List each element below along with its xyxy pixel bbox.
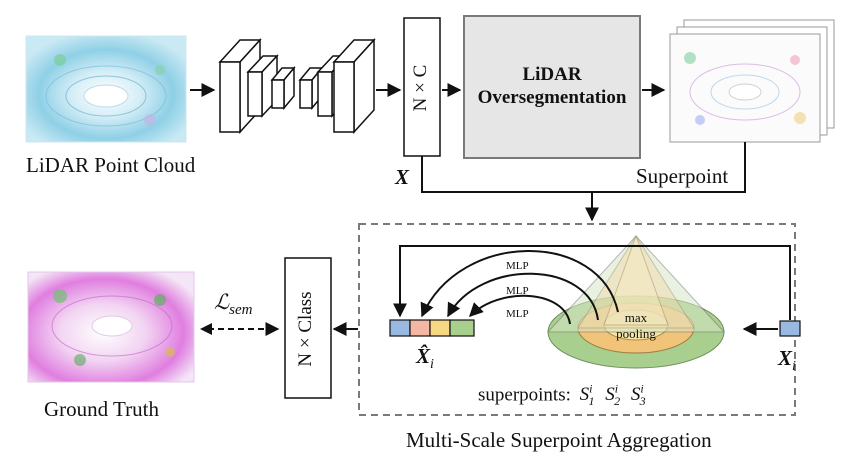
ground-truth-label: Ground Truth [44,397,159,421]
superpoint-label: Superpoint [636,164,729,188]
feature-var-label: X [395,165,410,189]
ground-truth-image [27,271,195,383]
input-label: LiDAR Point Cloud [26,153,196,177]
xhat-label: X̂i [416,344,434,373]
overseg-label-line2: Oversegmentation [477,87,627,108]
pooling-label-line1: max [624,310,648,325]
overseg-label-line1: LiDAR [522,64,582,85]
loss-label: ℒsem [214,290,253,319]
mlp-arc-middle [447,272,599,321]
superpoint-image-stack [669,19,835,143]
oversegmentation-box [463,15,641,159]
feature-box-label: N × C [410,64,431,112]
mlp-arc-inner [469,294,571,325]
aggregation-module-box [358,223,796,416]
class-box [284,257,332,399]
mlp-label-2: MLP [506,285,529,297]
superpoints-label: superpoints: Si1 Si2 Si3 [478,382,646,409]
superpoint-cone [546,234,726,369]
xi-feature-cell [779,320,801,337]
mlp-arc-outer [420,250,619,318]
lidar-input-image [25,35,187,143]
loss-arrow-head-left [200,323,212,335]
class-box-label: N × Class [295,291,316,367]
mlp-label-1: MLP [506,260,529,272]
skip-connection [393,245,791,320]
feature-box [403,17,441,157]
encoder-decoder-network [218,38,376,134]
xi-label: Xi [778,346,796,375]
mlp-label-3: MLP [506,308,529,320]
pooling-label-line2: pooling [616,326,656,341]
connector-features-superpoint [421,142,746,193]
aggregated-feature-row [389,319,475,337]
module-caption: Multi-Scale Superpoint Aggregation [406,428,712,452]
